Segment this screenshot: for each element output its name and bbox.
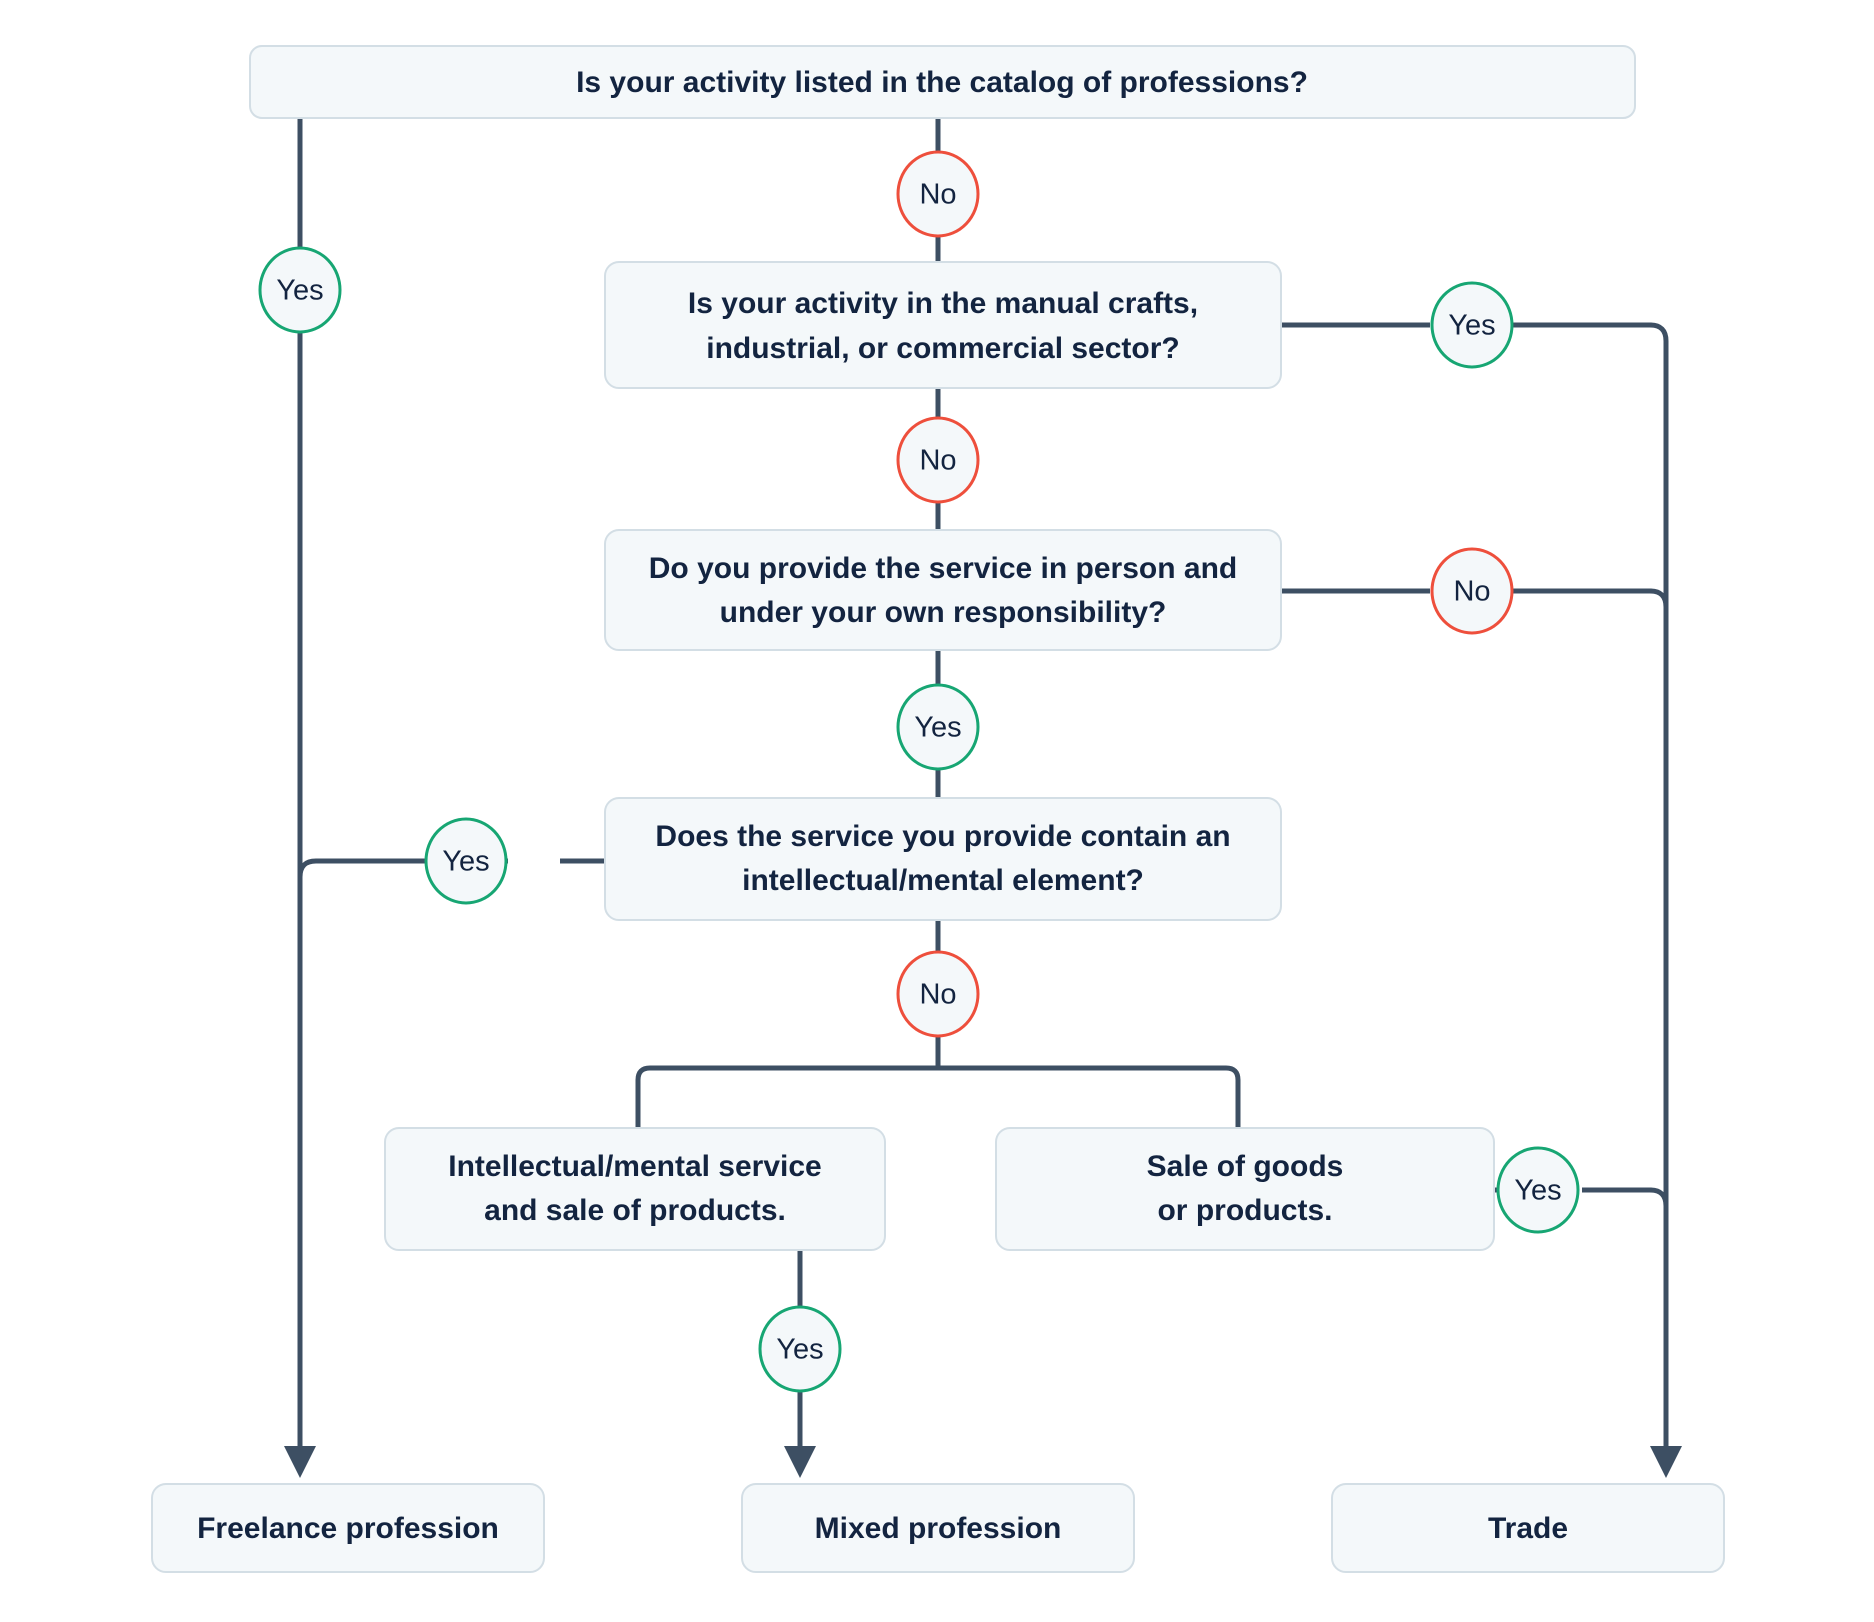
badge-q3-yes[interactable]: Yes (896, 683, 980, 771)
badge-q2-yes-label: Yes (1448, 310, 1495, 342)
node-out-trade[interactable]: Trade (1331, 1483, 1725, 1573)
node-q4[interactable]: Does the service you provide contain an … (604, 797, 1282, 921)
node-out-freelance-box[interactable] (151, 1483, 545, 1573)
node-out-mixed[interactable]: Mixed profession (741, 1483, 1135, 1573)
badge-optgoods-yes-circle[interactable] (1496, 1146, 1580, 1234)
node-q3[interactable]: Do you provide the service in person and… (604, 529, 1282, 651)
badge-q1-yes-label: Yes (276, 275, 323, 307)
badge-optgoods-yes-label: Yes (1514, 1175, 1561, 1207)
badge-layer: Yes No Yes No No (258, 150, 1580, 1393)
edge-q2-yes-corner (1481, 322, 1669, 1452)
badge-q2-yes[interactable]: Yes (1430, 281, 1514, 369)
badge-q4-yes-label: Yes (442, 846, 489, 878)
badge-optmixed-yes-circle[interactable] (758, 1305, 842, 1393)
node-q4-line-1: intellectual/mental element? (742, 864, 1144, 897)
badge-optgoods-yes[interactable]: Yes (1496, 1146, 1580, 1234)
badge-q3-yes-label: Yes (914, 712, 961, 744)
arrowhead-mixed (784, 1446, 816, 1478)
node-q1-box[interactable] (249, 45, 1636, 119)
node-out-freelance-label: Freelance profession (197, 1512, 499, 1545)
badge-q1-no-circle[interactable] (896, 150, 980, 238)
node-opt-goods[interactable]: Sale of goods or products. (995, 1127, 1495, 1251)
node-q1[interactable]: Is your activity listed in the catalog o… (249, 45, 1636, 119)
badge-q2-no-circle[interactable] (896, 416, 980, 504)
node-opt-goods-box[interactable] (995, 1127, 1495, 1251)
badge-q1-yes[interactable]: Yes (258, 246, 342, 334)
badge-q4-no-circle[interactable] (896, 950, 980, 1038)
badge-optmixed-yes[interactable]: Yes (758, 1305, 842, 1393)
node-out-trade-box[interactable] (1331, 1483, 1725, 1573)
node-opt-mixed[interactable]: Intellectual/mental service and sale of … (384, 1127, 886, 1251)
node-out-mixed-box[interactable] (741, 1483, 1135, 1573)
badge-q1-no[interactable]: No (896, 150, 980, 238)
node-q3-line-0: Do you provide the service in person and (649, 552, 1237, 585)
badge-q4-yes-circle[interactable] (424, 817, 508, 905)
node-out-freelance[interactable]: Freelance profession (151, 1483, 545, 1573)
edge-q3-no-corner (1481, 588, 1669, 608)
node-q3-box[interactable] (604, 529, 1282, 651)
badge-q4-yes[interactable]: Yes (424, 817, 508, 905)
node-q2[interactable]: Is your activity in the manual crafts, i… (604, 261, 1282, 389)
edge-optgoods-yes-corner (1582, 1187, 1669, 1207)
badge-q2-no[interactable]: No (896, 416, 980, 504)
node-opt-goods-line-0: Sale of goods (1147, 1150, 1344, 1183)
node-q1-line-0: Is your activity listed in the catalog o… (576, 66, 1308, 99)
edge-q4-yes-corner (297, 858, 508, 878)
badge-q4-no[interactable]: No (896, 950, 980, 1038)
badge-q2-no-label: No (919, 445, 956, 477)
arrowhead-freelance (284, 1446, 316, 1478)
node-layer: Is your activity listed in the catalog o… (151, 45, 1725, 1573)
badge-q2-yes-circle[interactable] (1430, 281, 1514, 369)
badge-q1-no-label: No (919, 179, 956, 211)
node-q2-line-0: Is your activity in the manual crafts, (688, 287, 1198, 320)
badge-q3-yes-circle[interactable] (896, 683, 980, 771)
node-q3-line-1: under your own responsibility? (720, 596, 1167, 629)
arrowhead-trade (1650, 1446, 1682, 1478)
badge-q3-no-circle[interactable] (1430, 547, 1514, 635)
node-opt-goods-line-1: or products. (1157, 1194, 1332, 1227)
badge-optmixed-yes-label: Yes (776, 1334, 823, 1366)
badge-q3-no[interactable]: No (1430, 547, 1514, 635)
node-q4-box[interactable] (604, 797, 1282, 921)
node-out-trade-label: Trade (1488, 1512, 1568, 1545)
badge-q4-no-label: No (919, 979, 956, 1011)
badge-q1-yes-circle[interactable] (258, 246, 342, 334)
node-out-mixed-label: Mixed profession (815, 1512, 1062, 1545)
node-q4-line-0: Does the service you provide contain an (655, 820, 1230, 853)
node-q2-line-1: industrial, or commercial sector? (706, 332, 1179, 365)
node-opt-mixed-line-1: and sale of products. (484, 1194, 786, 1227)
node-opt-mixed-line-0: Intellectual/mental service (448, 1150, 822, 1183)
badge-q3-no-label: No (1453, 576, 1490, 608)
edge-options-split (635, 1065, 1241, 1128)
node-opt-mixed-box[interactable] (384, 1127, 886, 1251)
node-q2-box[interactable] (604, 261, 1282, 389)
